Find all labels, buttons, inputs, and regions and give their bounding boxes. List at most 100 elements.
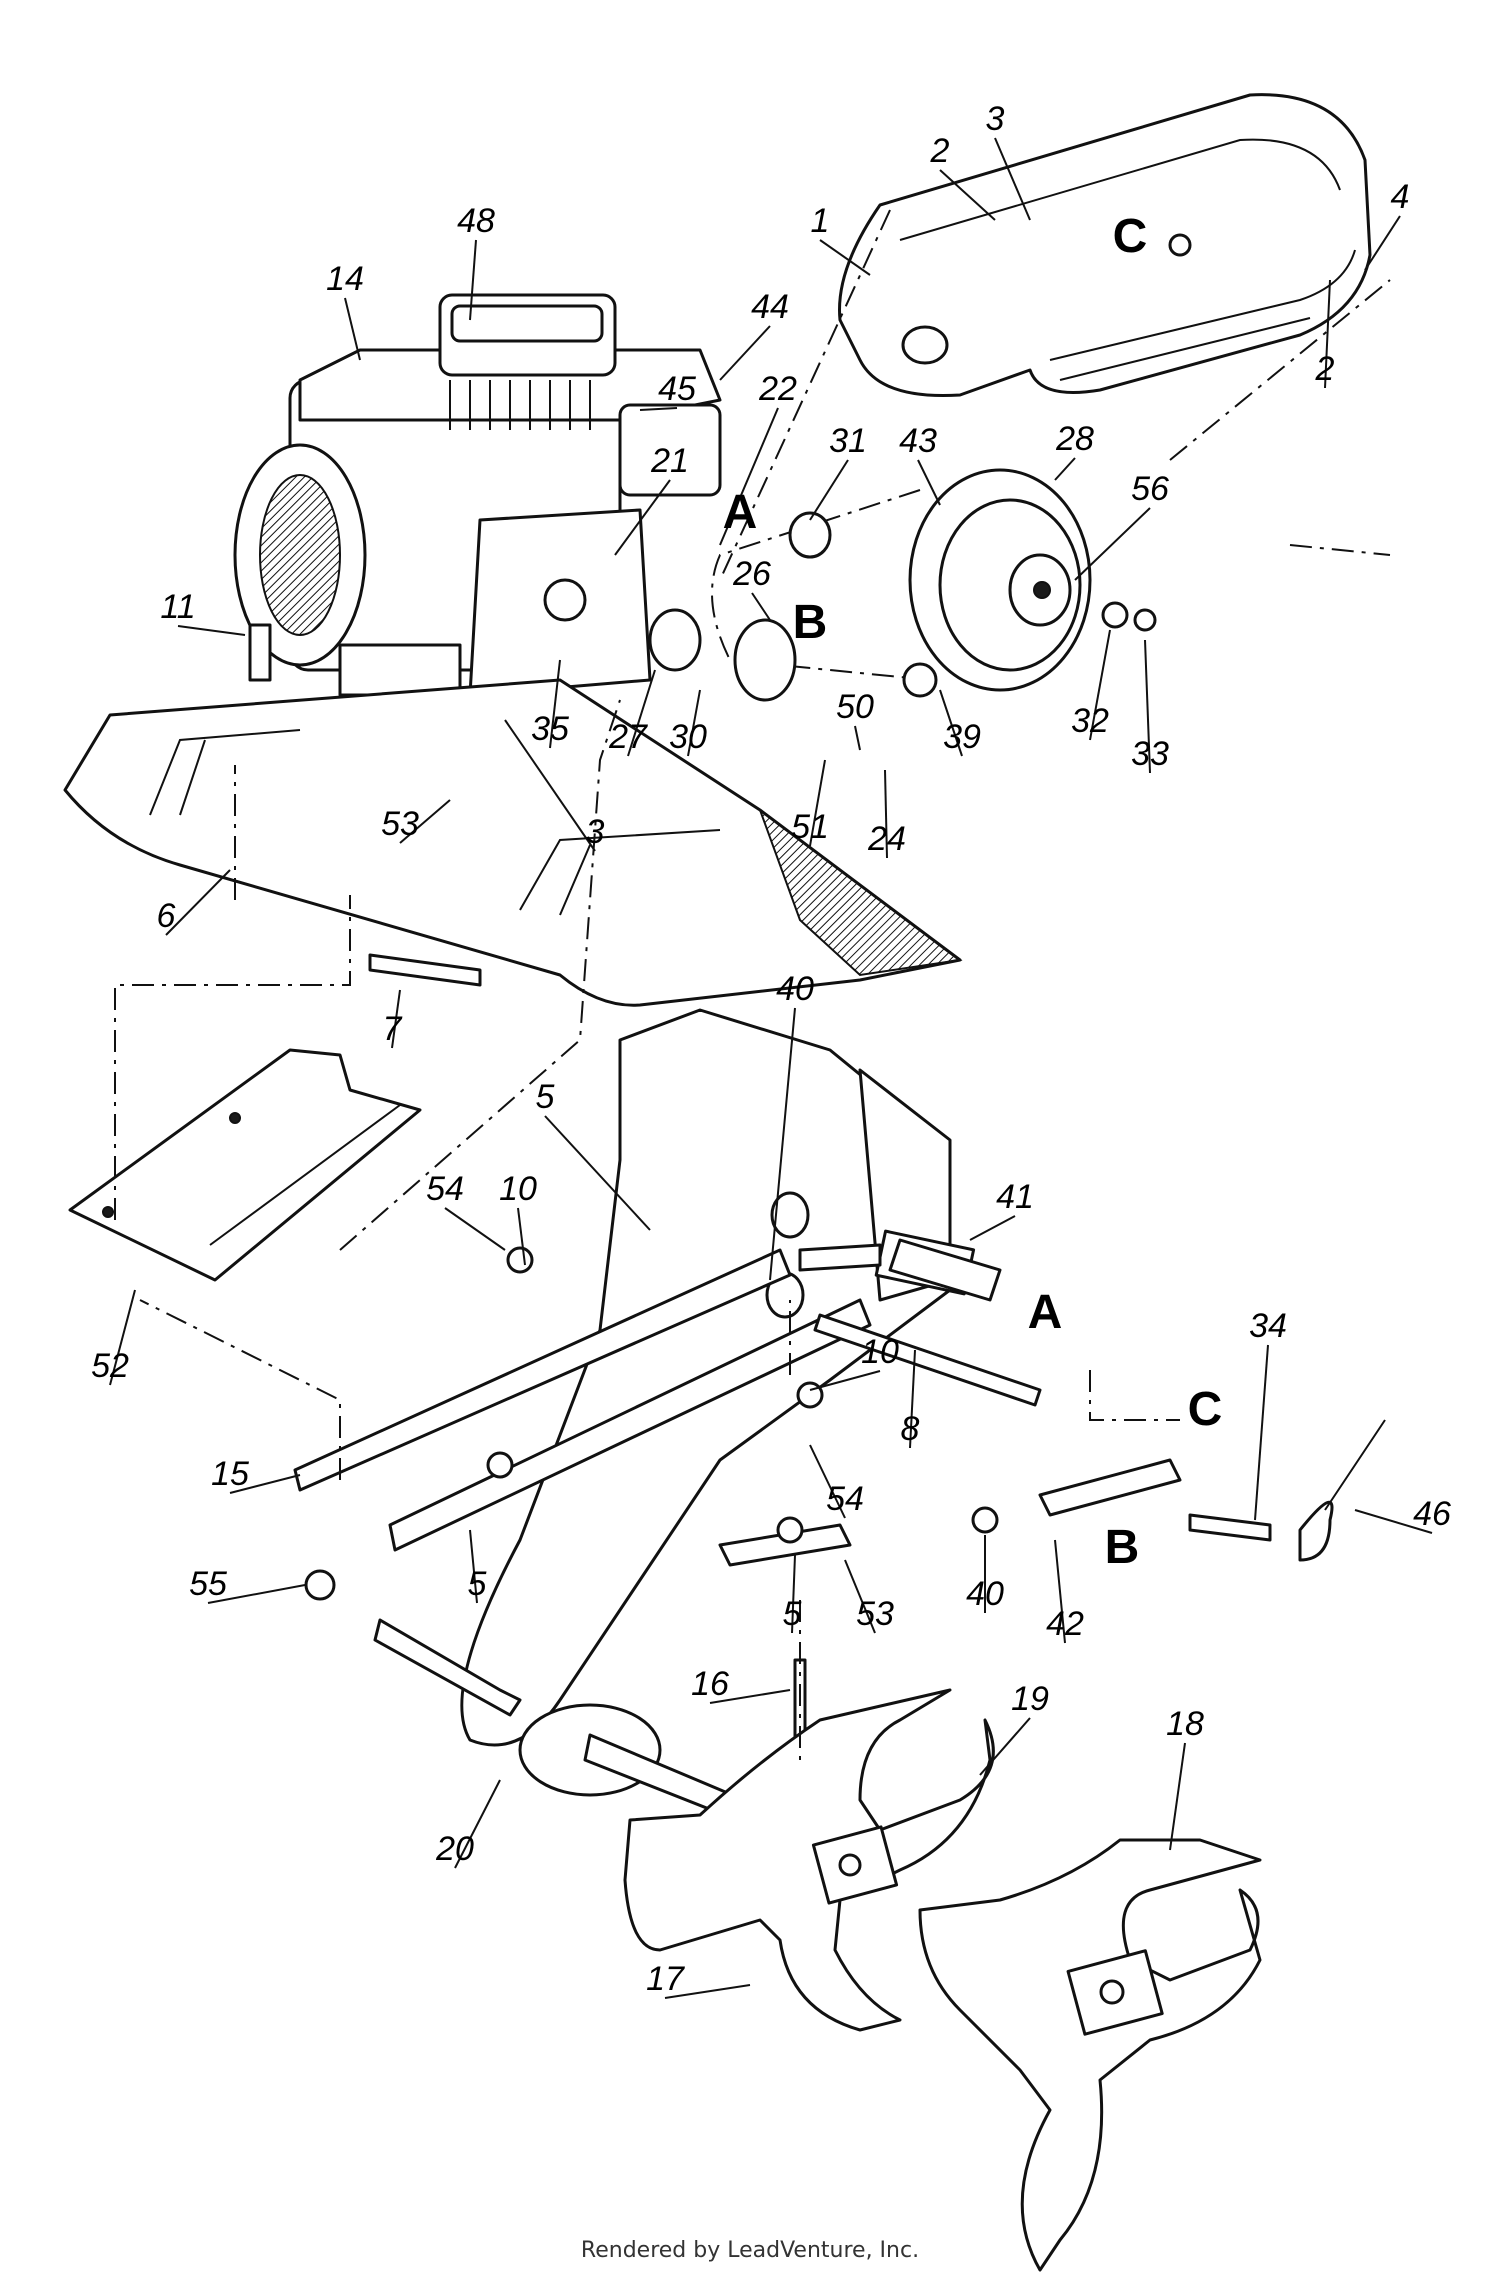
leader-line — [939, 689, 963, 757]
leader-line — [454, 1779, 501, 1869]
part-number-label: 14 — [326, 260, 364, 298]
part-number-label: 54 — [426, 1170, 464, 1208]
leader-line — [809, 1444, 846, 1519]
pulley-assembly — [648, 468, 1157, 702]
leader-line — [884, 769, 888, 859]
deflector-plate — [68, 1048, 422, 1282]
part-number-label: 46 — [1413, 1495, 1451, 1533]
part-number-label: 3 — [986, 100, 1005, 138]
leader-line — [165, 869, 231, 936]
part-number-label: 5 — [536, 1078, 555, 1116]
part-number-label: 19 — [1011, 1680, 1049, 1718]
hardware — [248, 623, 1386, 1752]
part-number-label: 31 — [829, 422, 867, 460]
callout-letter: C — [1113, 210, 1148, 263]
part-number-label: 11 — [160, 588, 195, 626]
leader-line — [939, 169, 996, 221]
leader-line — [1364, 215, 1401, 271]
leader-line — [809, 759, 826, 847]
part-number-label: 43 — [899, 422, 937, 460]
part-number-label: 3 — [586, 813, 605, 851]
part-number-label: 32 — [1071, 702, 1109, 740]
leader-line — [1354, 1509, 1433, 1534]
leader-line — [549, 659, 561, 749]
part-number-label: 53 — [381, 805, 419, 843]
leader-line — [979, 1717, 1031, 1776]
tines — [623, 1688, 1262, 2272]
leader-line — [1054, 1539, 1066, 1644]
leader-line — [809, 1370, 881, 1391]
engine — [233, 293, 722, 697]
part-number-label: 2 — [930, 132, 950, 170]
leader-line — [1144, 639, 1151, 774]
part-number-label: 5 — [783, 1595, 802, 1633]
leader-line — [687, 689, 701, 757]
leader-line — [719, 407, 779, 546]
part-number-label: 7 — [383, 1010, 403, 1048]
leader-line — [627, 669, 656, 757]
callout-letter: B — [1105, 1521, 1140, 1574]
part-number-label: 54 — [826, 1480, 864, 1518]
leader-line — [444, 1207, 506, 1251]
leader-line — [1169, 1742, 1186, 1851]
part-number-label: 16 — [691, 1665, 729, 1703]
part-number-label: 48 — [457, 202, 495, 240]
leader-line — [719, 325, 771, 381]
leader-line — [854, 725, 861, 751]
part-number-label: 34 — [1249, 1307, 1287, 1345]
part-number-label: 2 — [1315, 350, 1335, 388]
callout-letter: B — [793, 596, 828, 649]
leader-line — [1324, 279, 1331, 389]
part-number-label: 28 — [1055, 420, 1094, 458]
leader-line — [994, 137, 1031, 221]
part-number-label: 15 — [211, 1455, 249, 1493]
callout-letter: C — [1188, 1383, 1223, 1436]
leader-line — [469, 1529, 478, 1604]
part-number-label: 35 — [531, 710, 569, 748]
part-number-label: 33 — [1131, 735, 1169, 773]
part-number-label: 53 — [856, 1595, 894, 1633]
leader-line — [664, 1984, 751, 1999]
leader-line — [819, 239, 871, 276]
callout-letter: A — [723, 486, 758, 539]
part-number-label: 17 — [646, 1960, 685, 1998]
part-number-label: 26 — [732, 555, 771, 593]
part-number-label: 44 — [751, 288, 789, 326]
part-number-label: 10 — [861, 1333, 899, 1371]
assembly-lines — [114, 209, 1391, 1760]
leader-line — [1089, 629, 1111, 741]
leader-line — [917, 459, 941, 506]
leader-line — [544, 1115, 651, 1231]
part-number-label: 41 — [996, 1178, 1034, 1216]
part-number-label: 39 — [943, 718, 981, 756]
part-number-label: 27 — [608, 718, 648, 756]
leader-line — [809, 459, 849, 521]
support-bar — [293, 1248, 872, 1552]
leader-line — [517, 1207, 526, 1266]
part-number-label: 30 — [669, 718, 707, 756]
part-number-label: 51 — [791, 808, 829, 846]
leader-line — [709, 1689, 791, 1704]
leader-line — [751, 592, 771, 621]
leader-line — [504, 719, 596, 852]
leader-line — [344, 297, 361, 361]
leader-line — [639, 407, 678, 411]
leader-line — [769, 1007, 796, 1281]
part-number-label: 50 — [836, 688, 874, 726]
part-number-label: 45 — [658, 370, 696, 408]
part-number-label: 21 — [650, 442, 689, 480]
part-number-label: 52 — [91, 1347, 129, 1385]
part-number-label: 8 — [901, 1410, 920, 1448]
part-number-label: 20 — [435, 1830, 474, 1868]
callout-letter: A — [1028, 1286, 1063, 1339]
leader-line — [177, 625, 246, 636]
leader-line — [399, 799, 451, 844]
leader-line — [909, 1349, 916, 1449]
leader-line — [614, 479, 671, 556]
part-number-label: 6 — [157, 897, 176, 935]
leader-line — [1054, 457, 1076, 481]
leader-line — [229, 1474, 301, 1494]
part-number-label: 4 — [1391, 178, 1410, 216]
